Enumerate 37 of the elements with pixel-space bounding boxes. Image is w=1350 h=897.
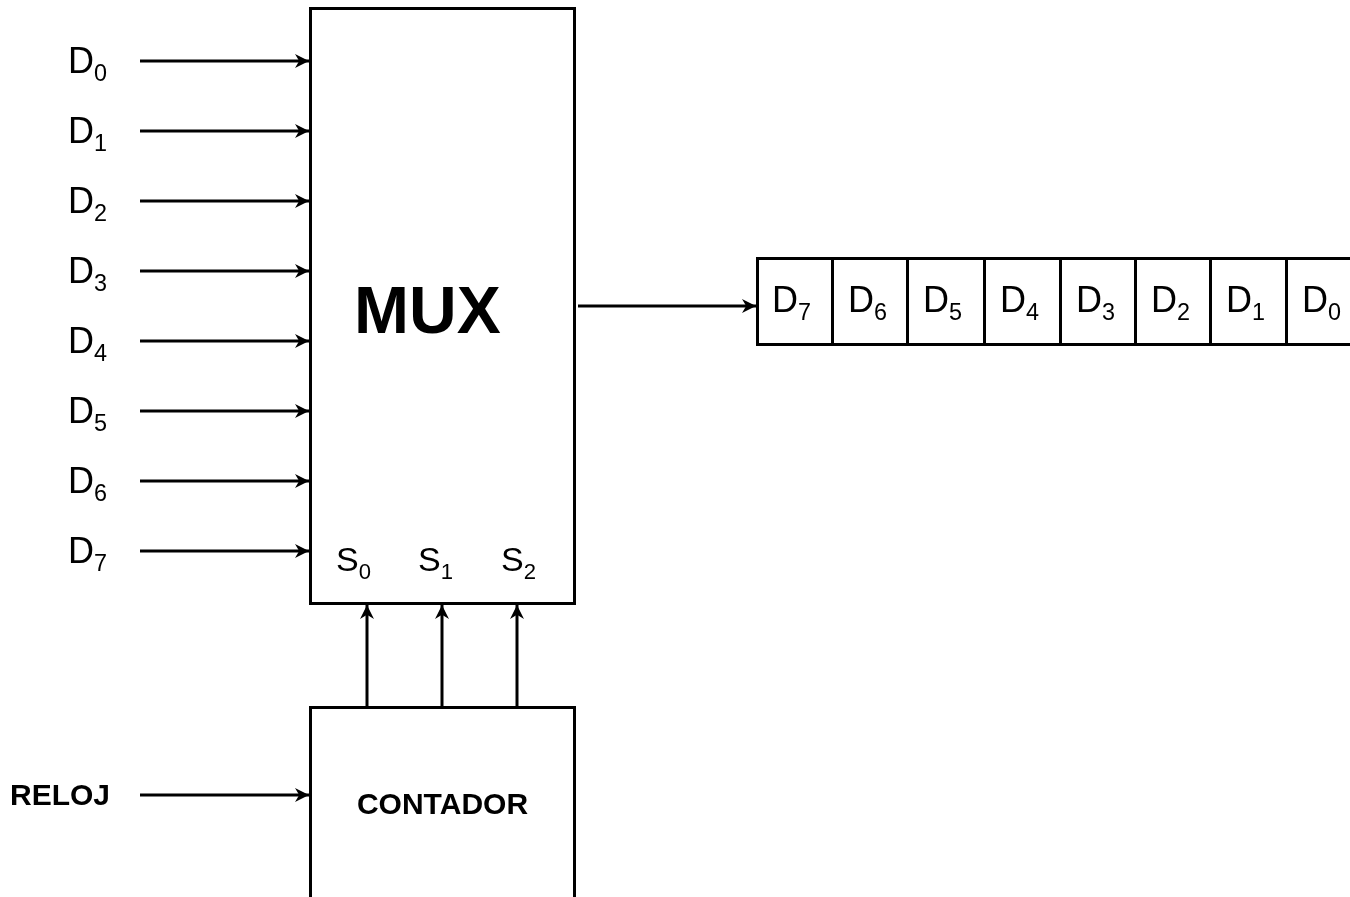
counter-block: CONTADOR: [309, 706, 576, 897]
arrow: [140, 124, 309, 138]
input-label: D$_{6}$: [68, 456, 138, 506]
select-pin-label: S$_{2}$: [501, 540, 536, 585]
register-cell: D$_{7}$: [756, 260, 834, 343]
input-label: D$_{0}$: [68, 36, 138, 86]
arrow: [140, 194, 309, 208]
shift-register: [756, 257, 1350, 346]
register-cell: D$_{2}$: [1135, 260, 1212, 343]
arrow: [140, 54, 309, 68]
select-pin-label: S$_{0}$: [336, 540, 371, 585]
input-label: D$_{3}$: [68, 246, 138, 296]
block-title: MUX: [354, 272, 501, 348]
input-label: D$_{1}$: [68, 106, 138, 156]
register-cell: D$_{4}$: [984, 260, 1062, 343]
arrow: [510, 605, 524, 706]
arrow: [360, 605, 374, 706]
arrow: [435, 605, 449, 706]
arrow: [140, 334, 309, 348]
input-label: D$_{5}$: [68, 386, 138, 436]
multiplexer-block: [309, 7, 576, 605]
input-label: D$_{4}$: [68, 316, 138, 366]
arrow: [140, 474, 309, 488]
clock-label: RELOJ: [10, 770, 138, 820]
arrow: [140, 788, 309, 802]
register-cell: D$_{1}$: [1210, 260, 1288, 343]
register-cell: D$_{6}$: [832, 260, 909, 343]
arrow: [140, 264, 309, 278]
register-cell: D$_{0}$: [1286, 260, 1350, 343]
register-cell: D$_{5}$: [907, 260, 986, 343]
input-label: D$_{7}$: [68, 526, 138, 576]
select-pin-label: S$_{1}$: [418, 540, 453, 585]
arrow: [140, 404, 309, 418]
arrow: [578, 299, 756, 313]
arrow: [140, 544, 309, 558]
input-label: D$_{2}$: [68, 176, 138, 226]
register-cell: D$_{3}$: [1060, 260, 1137, 343]
